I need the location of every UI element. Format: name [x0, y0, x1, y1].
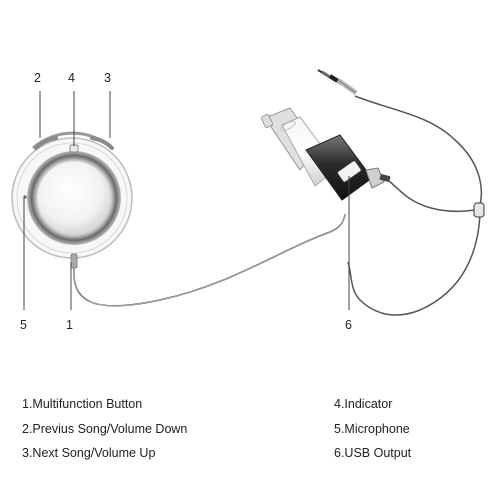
- legend-item-usb-output: 6.USB Output: [334, 446, 412, 460]
- prev-song-button[interactable]: [34, 136, 58, 150]
- leader-lines: [23, 91, 350, 310]
- legend-item-microphone: 5.Microphone: [334, 421, 410, 436]
- legend-left: 1.Multifunction Button 2.Previus Song/Vo…: [22, 392, 252, 466]
- legend-item-previous-song: 2.Previus Song/Volume Down: [22, 421, 188, 436]
- controller-puck: [11, 131, 133, 269]
- callout-4: 4: [68, 71, 75, 85]
- product-diagram: 2 4 3 5 1 6: [11, 69, 485, 332]
- legend-item-indicator: 4.Indicator: [334, 397, 393, 411]
- callout-6: 6: [345, 318, 352, 332]
- legend-item-next-song: 3.Next Song/Volume Up: [22, 446, 156, 460]
- charger-cable: [387, 179, 479, 213]
- aux-cable: [354, 95, 483, 206]
- microphone-hole: [23, 195, 27, 199]
- callout-5: 5: [20, 318, 27, 332]
- car-charger: [260, 107, 391, 201]
- aux-plug: [317, 69, 358, 96]
- cable-splitter: [473, 202, 485, 218]
- callout-2: 2: [34, 71, 41, 85]
- next-song-button[interactable]: [90, 136, 114, 150]
- usb-output-port: [336, 159, 362, 183]
- callout-3: 3: [104, 71, 111, 85]
- callout-1: 1: [66, 318, 73, 332]
- legend-item-multifunction-button: 1.Multifunction Button: [22, 397, 143, 411]
- indicator-light: [69, 144, 79, 153]
- legend-right: 4.Indicator 5.Microphone 6.USB Output: [334, 392, 494, 466]
- multifunction-button[interactable]: [36, 160, 112, 236]
